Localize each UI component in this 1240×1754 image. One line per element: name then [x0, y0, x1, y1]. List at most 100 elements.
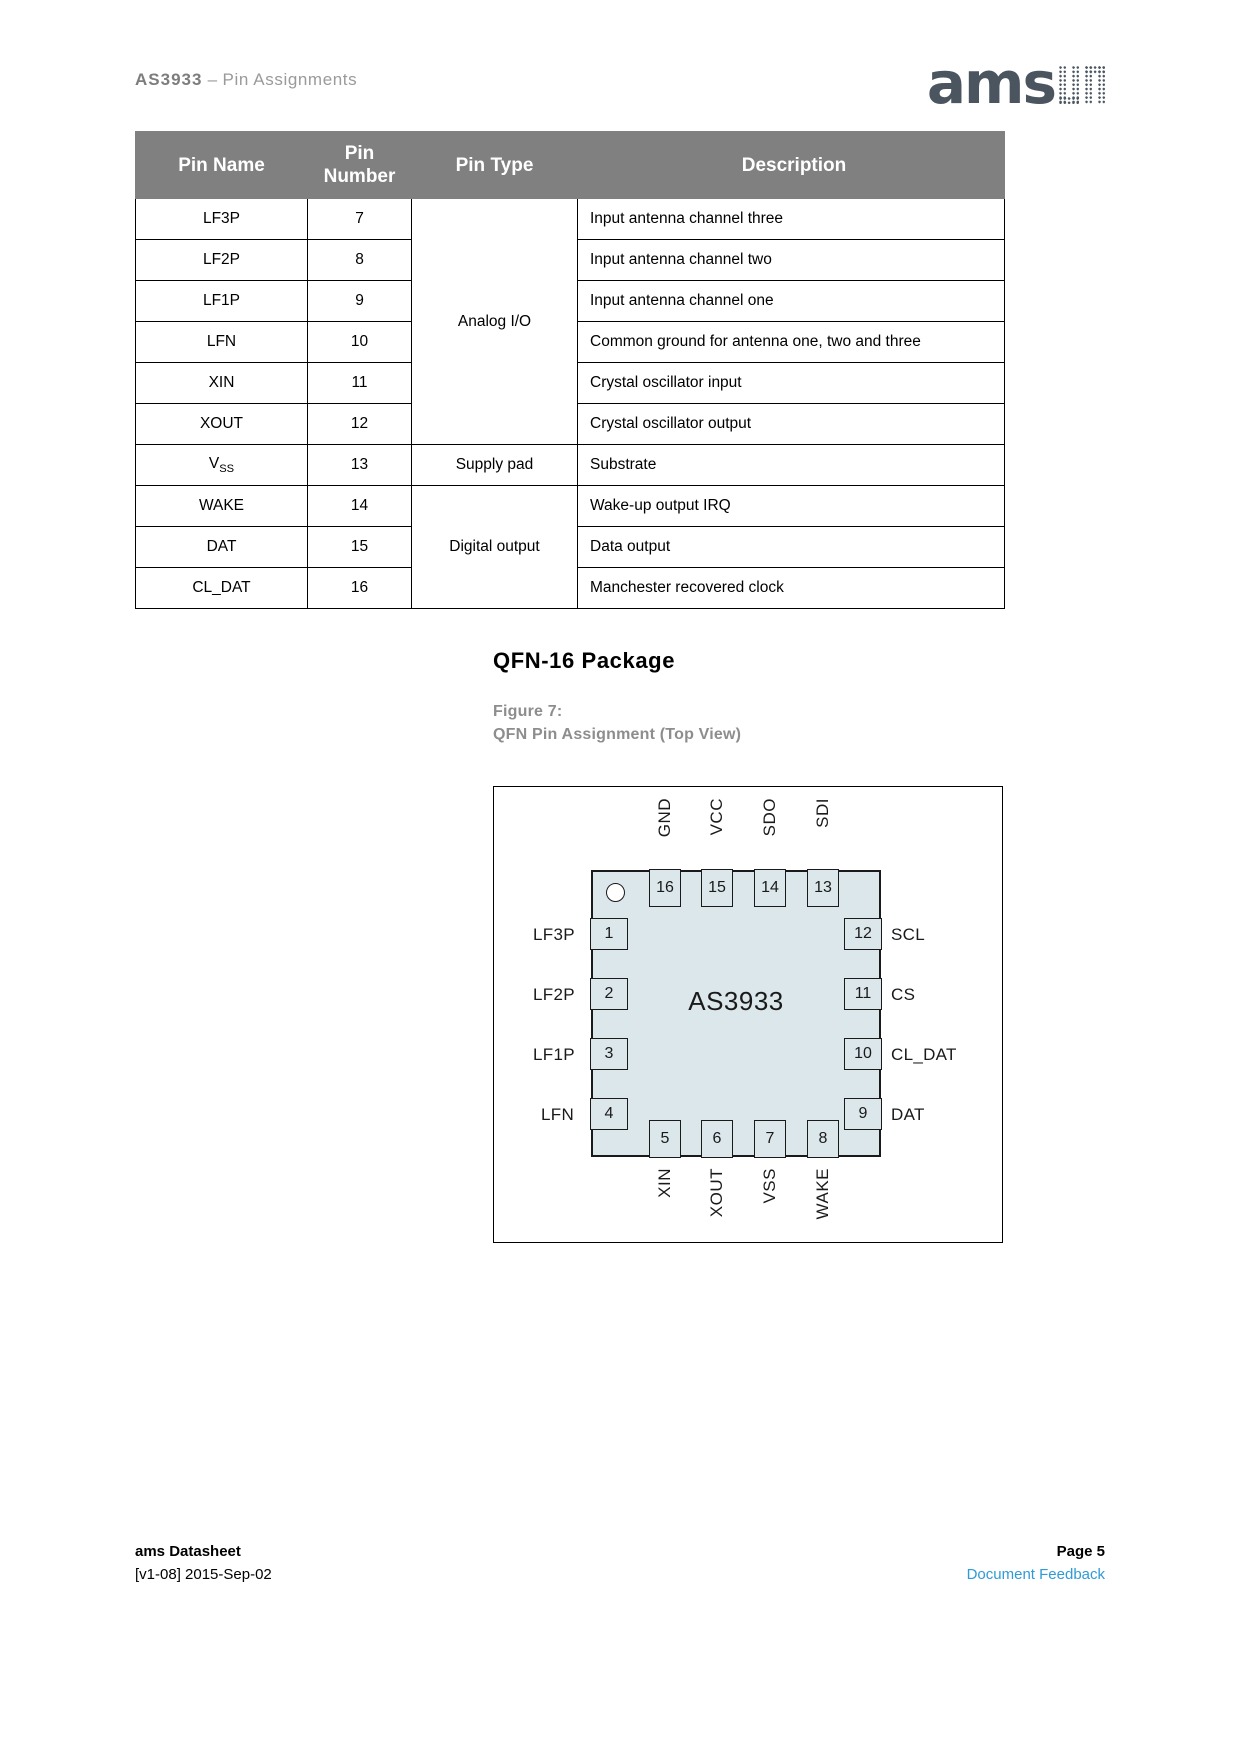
- cell-pin-type-analog: Analog I/O: [411, 198, 578, 446]
- cell-description: Manchester recovered clock: [577, 567, 1005, 610]
- pad-top-15: 15: [701, 869, 733, 907]
- cell-description: Crystal oscillator output: [577, 403, 1005, 446]
- cell-pin-name: CL_DAT: [135, 567, 308, 610]
- footer-right: Page 5 Document Feedback: [967, 1540, 1105, 1587]
- cell-pin-name-vss-base: V: [208, 455, 220, 473]
- pin-label-sdi: SDI: [813, 798, 832, 828]
- page-footer: ams Datasheet [v1-08] 2015-Sep-02 Page 5…: [135, 1540, 1105, 1587]
- pin-label-lf2p: LF2P: [533, 985, 575, 1004]
- footer-page-number: Page 5: [1056, 1542, 1105, 1560]
- pin-label-dat: DAT: [891, 1105, 925, 1124]
- pin-label-cl-dat: CL_DAT: [891, 1045, 957, 1064]
- figure-caption: Figure 7: QFN Pin Assignment (Top View): [493, 700, 741, 746]
- cell-description: Wake-up output IRQ: [577, 485, 1005, 528]
- cell-description: Crystal oscillator input: [577, 362, 1005, 405]
- cell-pin-name-vss: VSS: [135, 444, 308, 487]
- cell-pin-number: 10: [307, 321, 412, 364]
- ams-logo-dot-mark-icon: [1059, 66, 1105, 104]
- header-part-number: AS3933: [135, 70, 203, 89]
- col-header-pin-number: Pin Number: [307, 130, 412, 200]
- pad-left-1: 1: [590, 918, 628, 950]
- pad-top-16: 16: [649, 869, 681, 907]
- pin-label-cs: CS: [891, 985, 916, 1004]
- cell-pin-number: 13: [307, 444, 412, 487]
- table-row: LF3P 7 Analog I/O Input antenna channel …: [135, 198, 1005, 446]
- pin-label-lf3p: LF3P: [533, 925, 575, 944]
- pad-right-10: 10: [844, 1038, 882, 1070]
- pin-label-xin: XIN: [655, 1168, 674, 1198]
- pad-left-4: 4: [590, 1098, 628, 1130]
- figure-frame: AS3933 16 15 14 13 GND VCC SDO SDI 1 2 3…: [493, 786, 1003, 1243]
- pad-left-2: 2: [590, 978, 628, 1010]
- cell-description: Common ground for antenna one, two and t…: [577, 321, 1005, 364]
- cell-pin-name-vss-sub: SS: [219, 463, 235, 476]
- pin-label-xout: XOUT: [707, 1168, 726, 1218]
- cell-description: Data output: [577, 526, 1005, 569]
- pin-label-scl: SCL: [891, 925, 925, 944]
- col-header-pin-name: Pin Name: [135, 130, 308, 200]
- cell-pin-type-digital: Digital output: [411, 485, 578, 610]
- col-header-pin-number-line1: Pin: [344, 143, 375, 164]
- cell-pin-name: WAKE: [135, 485, 308, 528]
- section-heading: QFN-16 Package: [493, 648, 676, 673]
- table-row: LF1P 9 Input antenna channel one: [135, 280, 1005, 323]
- table-row: WAKE 14 Digital output Wake-up output IR…: [135, 485, 1005, 610]
- cell-pin-number: 12: [307, 403, 412, 446]
- cell-pin-number: 8: [307, 239, 412, 282]
- cell-pin-number: 7: [307, 198, 412, 241]
- document-feedback-link[interactable]: Document Feedback: [966, 1565, 1105, 1583]
- cell-pin-type-supply: Supply pad: [411, 444, 578, 487]
- page-header: AS3933 – Pin Assignments ams: [135, 49, 1105, 118]
- table-row: CL_DAT 16 Manchester recovered clock: [135, 567, 1005, 610]
- pin-label-wake: WAKE: [813, 1168, 832, 1220]
- pad-bottom-6: 6: [701, 1120, 733, 1158]
- pad-bottom-5: 5: [649, 1120, 681, 1158]
- footer-doc-title: ams Datasheet: [135, 1542, 241, 1560]
- pin1-dot-marker-icon: [606, 883, 625, 902]
- cell-pin-number: 15: [307, 526, 412, 569]
- pin-label-sdo: SDO: [760, 798, 779, 837]
- cell-pin-name: DAT: [135, 526, 308, 569]
- cell-pin-number: 16: [307, 567, 412, 610]
- cell-pin-name: LFN: [135, 321, 308, 364]
- cell-pin-name: LF3P: [135, 198, 308, 241]
- cell-description: Input antenna channel three: [577, 198, 1005, 241]
- table-row: DAT 15 Data output: [135, 526, 1005, 569]
- col-header-description: Description: [577, 130, 1005, 200]
- running-header: AS3933 – Pin Assignments: [135, 62, 357, 90]
- cell-description: Input antenna channel one: [577, 280, 1005, 323]
- pin-label-vcc: VCC: [707, 798, 726, 836]
- pad-right-11: 11: [844, 978, 882, 1010]
- header-section-title: Pin Assignments: [222, 70, 358, 89]
- cell-pin-number: 11: [307, 362, 412, 405]
- header-dash: –: [207, 70, 218, 89]
- qfn-body: [591, 870, 881, 1157]
- col-header-pin-type: Pin Type: [411, 130, 578, 200]
- pad-top-14: 14: [754, 869, 786, 907]
- qfn-package-diagram: AS3933 16 15 14 13 GND VCC SDO SDI 1 2 3…: [533, 798, 956, 1219]
- ams-logo: ams: [926, 49, 1105, 118]
- col-header-pin-number-line2: Number: [323, 166, 396, 188]
- cell-pin-name: LF2P: [135, 239, 308, 282]
- ams-logo-wordmark: ams: [926, 49, 1057, 118]
- cell-pin-name: LF1P: [135, 280, 308, 323]
- pin-label-vss: VSS: [760, 1168, 779, 1204]
- cell-pin-number: 14: [307, 485, 412, 528]
- cell-description: Substrate: [577, 444, 1005, 487]
- table-row: VSS 13 Supply pad Substrate: [135, 444, 1005, 487]
- pad-top-13: 13: [807, 869, 839, 907]
- pad-left-3: 3: [590, 1038, 628, 1070]
- cell-pin-name: XOUT: [135, 403, 308, 446]
- footer-left: ams Datasheet [v1-08] 2015-Sep-02: [135, 1540, 272, 1587]
- table-header-row: Pin Name Pin Number Pin Type Description: [135, 130, 1005, 200]
- pin-label-gnd: GND: [655, 798, 674, 838]
- pad-right-12: 12: [844, 918, 882, 950]
- cell-pin-number: 9: [307, 280, 412, 323]
- pin-label-lf1p: LF1P: [533, 1045, 575, 1064]
- pad-bottom-7: 7: [754, 1120, 786, 1158]
- footer-version: [v1-08] 2015-Sep-02: [135, 1565, 272, 1583]
- cell-description: Input antenna channel two: [577, 239, 1005, 282]
- pin-label-lfn: LFN: [541, 1105, 575, 1124]
- table-row: LF2P 8 Input antenna channel two: [135, 239, 1005, 282]
- table-row: LFN 10 Common ground for antenna one, tw…: [135, 321, 1005, 364]
